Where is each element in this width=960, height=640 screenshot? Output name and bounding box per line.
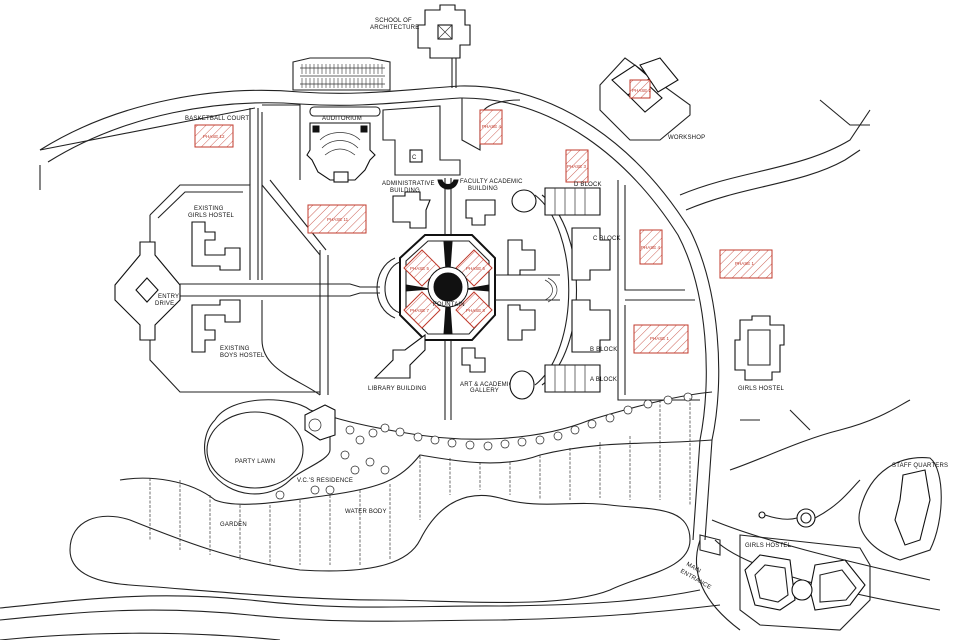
- d-block-label: D BLOCK: [574, 182, 602, 188]
- faculty-label-2: BUILDING: [468, 186, 498, 192]
- auditorium: AUDITORIUM: [306, 106, 381, 183]
- library-label: LIBRARY BUILDING: [368, 386, 427, 392]
- art-gallery: ART & ACADEMIC GALLERY: [460, 347, 514, 394]
- workshop: PHASE 2 WORKSHOP: [599, 57, 705, 141]
- water-body-label: WATER BODY: [345, 509, 387, 515]
- existing-hostel-label: EXISTING: [194, 206, 224, 212]
- school-of-architecture: SCHOOL OF ARCHITECTURE: [370, 4, 471, 88]
- school-of-architecture-label-2: ARCHITECTURE: [370, 25, 419, 31]
- central-plaza: PHASE 5 PHASE 6 PHASE 7 PHASE 8 FOUNTAIN: [376, 234, 496, 341]
- c-icon: C: [412, 155, 417, 161]
- phase-label: PHASE 4: [482, 124, 502, 129]
- phase-label: PHASE 7: [410, 308, 430, 313]
- a-block-label: A BLOCK: [590, 377, 617, 383]
- art-gallery-label-2: GALLERY: [470, 388, 499, 394]
- b-block-label: B BLOCK: [590, 347, 617, 353]
- school-of-architecture-label: SCHOOL OF: [375, 18, 412, 24]
- existing-hostel-label-2: GIRLS HOSTEL: [188, 213, 235, 219]
- fountain-label: FOUNTAIN: [433, 302, 465, 308]
- staff-quarters-label: STAFF QUARTERS: [892, 463, 948, 469]
- boys-hostel-label-2: BOYS HOSTEL: [220, 353, 265, 359]
- lower-landscape: PARTY LAWN V.C.'S RESIDENCE GARDE: [0, 391, 721, 640]
- hostel-zone: ENTRY DRIVE EXISTING GIRLS HOSTEL EXISTI…: [39, 104, 380, 396]
- phase-label: PHASE 4: [641, 245, 661, 250]
- entry-drive-label: ENTRY: [158, 294, 179, 300]
- right-plots: PHASE 4 PHASE 1 PHASE 1 GIRLS HOSTEL: [633, 229, 785, 392]
- admin-label-2: BUILDING: [390, 188, 420, 194]
- phase-label: PHASE 3: [567, 164, 587, 169]
- party-lawn-label: PARTY LAWN: [235, 459, 275, 465]
- basketball-court: BASKETBALL COURT PHASE 12: [185, 116, 249, 148]
- hostel-right-label: GIRLS HOSTEL: [738, 386, 785, 392]
- entry-drive-label-2: DRIVE: [155, 301, 174, 307]
- faculty-academic-building: FACULTY ACADEMIC BUILDING: [460, 179, 523, 226]
- art-gallery-label: ART & ACADEMIC: [460, 382, 514, 388]
- staff-quarters: STAFF QUARTERS: [729, 399, 948, 561]
- parking-area: [292, 57, 391, 91]
- phase-label: PHASE 8: [466, 308, 486, 313]
- admin-label: ADMINISTRATIVE: [382, 181, 435, 187]
- phase-label: PHASE 12: [203, 134, 225, 139]
- workshop-label: WORKSHOP: [668, 135, 705, 141]
- phase-label: PHASE 2: [632, 88, 652, 93]
- main-entrance: MAIN ENTRANCE: [679, 534, 721, 591]
- tree-row: [275, 392, 693, 500]
- phase-label: PHASE 6: [466, 266, 486, 271]
- garden-label: GARDEN: [220, 522, 247, 528]
- central-upper-plot: C PHASE 4 PHASE 3 PHASE 11: [307, 98, 589, 234]
- c-block-label: C BLOCK: [593, 236, 621, 242]
- fountain-icon: [433, 272, 463, 302]
- ring-road: [39, 85, 941, 631]
- basketball-court-label: BASKETBALL COURT: [185, 116, 249, 122]
- girls-hostel: GIRLS HOSTEL: [739, 534, 871, 631]
- auditorium-label: AUDITORIUM: [322, 116, 362, 122]
- library-building: LIBRARY BUILDING: [368, 333, 427, 392]
- girls-hostel-label: GIRLS HOSTEL: [745, 543, 792, 549]
- academic-blocks: D BLOCK C BLOCK B BLOCK A BLOCK: [495, 180, 700, 401]
- phase-label: PHASE 1: [735, 261, 755, 266]
- phase-label: PHASE 1: [650, 336, 670, 341]
- phase-label: PHASE 5: [410, 266, 430, 271]
- vc-residence-label: V.C.'S RESIDENCE: [297, 478, 353, 484]
- phase-label: PHASE 11: [327, 217, 349, 222]
- faculty-label: FACULTY ACADEMIC: [460, 179, 523, 185]
- administrative-building: ADMINISTRATIVE BUILDING: [382, 181, 435, 229]
- boys-hostel-label: EXISTING: [220, 346, 250, 352]
